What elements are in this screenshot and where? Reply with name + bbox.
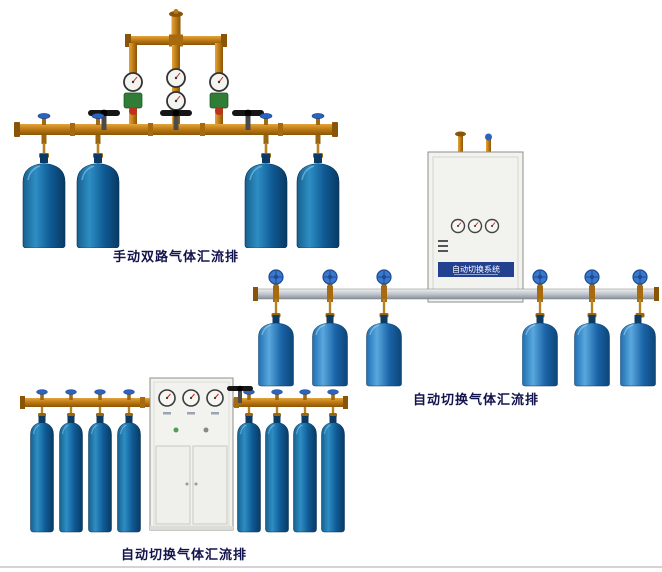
cylinder-valve-handwheel [322, 269, 338, 291]
gas-cylinder [619, 314, 657, 387]
gas-cylinder [365, 314, 403, 387]
cylinder-valve-handle [259, 113, 273, 126]
pressure-gauge [209, 72, 229, 92]
gas-cylinder [236, 415, 262, 533]
bottom-divider [0, 566, 662, 568]
manifold-pipe [253, 286, 659, 302]
cylinder-valve-handle [311, 113, 325, 126]
cylinder-hose [273, 407, 281, 417]
gas-cylinder [29, 415, 55, 533]
gas-cylinder [58, 415, 84, 533]
cabinet-label-plate [438, 262, 514, 277]
cylinder-hose [329, 407, 337, 417]
left-pressure-regulator [123, 72, 143, 126]
center-pressure-gauge [166, 91, 186, 111]
auto-switch-manifold-illustration: 自动切换系统 [253, 131, 659, 387]
cabinet-gauge [484, 218, 500, 234]
center-pressure-gauge [166, 68, 186, 88]
cylinder-hose [535, 299, 545, 318]
cylinder-hose [96, 407, 104, 417]
pressure-gauge [123, 72, 143, 92]
control-cabinet: 自动切换系统 [427, 131, 524, 303]
gas-cylinder [76, 153, 120, 248]
cylinder-hose [245, 407, 253, 417]
cabinet-gauge [450, 218, 466, 234]
cabinet-gauge [182, 389, 200, 407]
cylinder-hose [67, 407, 75, 417]
cabinet-label: 自动切换系统 [452, 264, 500, 274]
cylinder-valve-handwheel [532, 269, 548, 291]
gas-cylinder [292, 415, 318, 533]
gas-cylinder [573, 314, 611, 387]
cylinder-hose [635, 299, 645, 318]
cylinder-valve-handwheel [584, 269, 600, 291]
cylinder-hose [38, 407, 46, 417]
cylinder-hose [125, 407, 133, 417]
gas-cylinder [116, 415, 142, 533]
caption-auto-right: 自动切换气体汇流排 [412, 392, 539, 407]
gas-cylinder [521, 314, 559, 387]
cylinder-valve-handwheel [376, 269, 392, 291]
gas-cylinder [320, 415, 346, 533]
vent-slit [438, 250, 448, 252]
gas-cylinder [22, 153, 66, 248]
cylinder-valve-handle [37, 113, 51, 126]
gas-cylinder [87, 415, 113, 533]
cylinder-valve-handwheel [268, 269, 284, 291]
cylinder-valve-handwheel [632, 269, 648, 291]
cylinder-hose [301, 407, 309, 417]
cabinet-gauge [158, 389, 176, 407]
right-pressure-regulator [209, 72, 229, 126]
gas-cylinder [264, 415, 290, 533]
caption-manual-dual: 手动双路气体汇流排 [112, 249, 239, 264]
control-cabinet [149, 377, 234, 531]
cylinder-hose [587, 299, 597, 318]
cabinet-door [155, 445, 191, 525]
indicator-light [173, 427, 179, 433]
cylinder-hose [379, 299, 389, 318]
manual-dual-manifold-illustration [14, 9, 340, 248]
cylinder-hose [325, 299, 335, 318]
vent-slit [438, 240, 448, 242]
auto-switch-manifold-2-illustration [20, 377, 348, 533]
vent-slit [438, 245, 448, 247]
cylinder-hose [271, 299, 281, 318]
caption-auto-bottom: 自动切换气体汇流排 [120, 547, 247, 562]
cabinet-door [192, 445, 228, 525]
indicator-light [203, 427, 209, 433]
cabinet-gauge [206, 389, 224, 407]
cabinet-gauge [467, 218, 483, 234]
